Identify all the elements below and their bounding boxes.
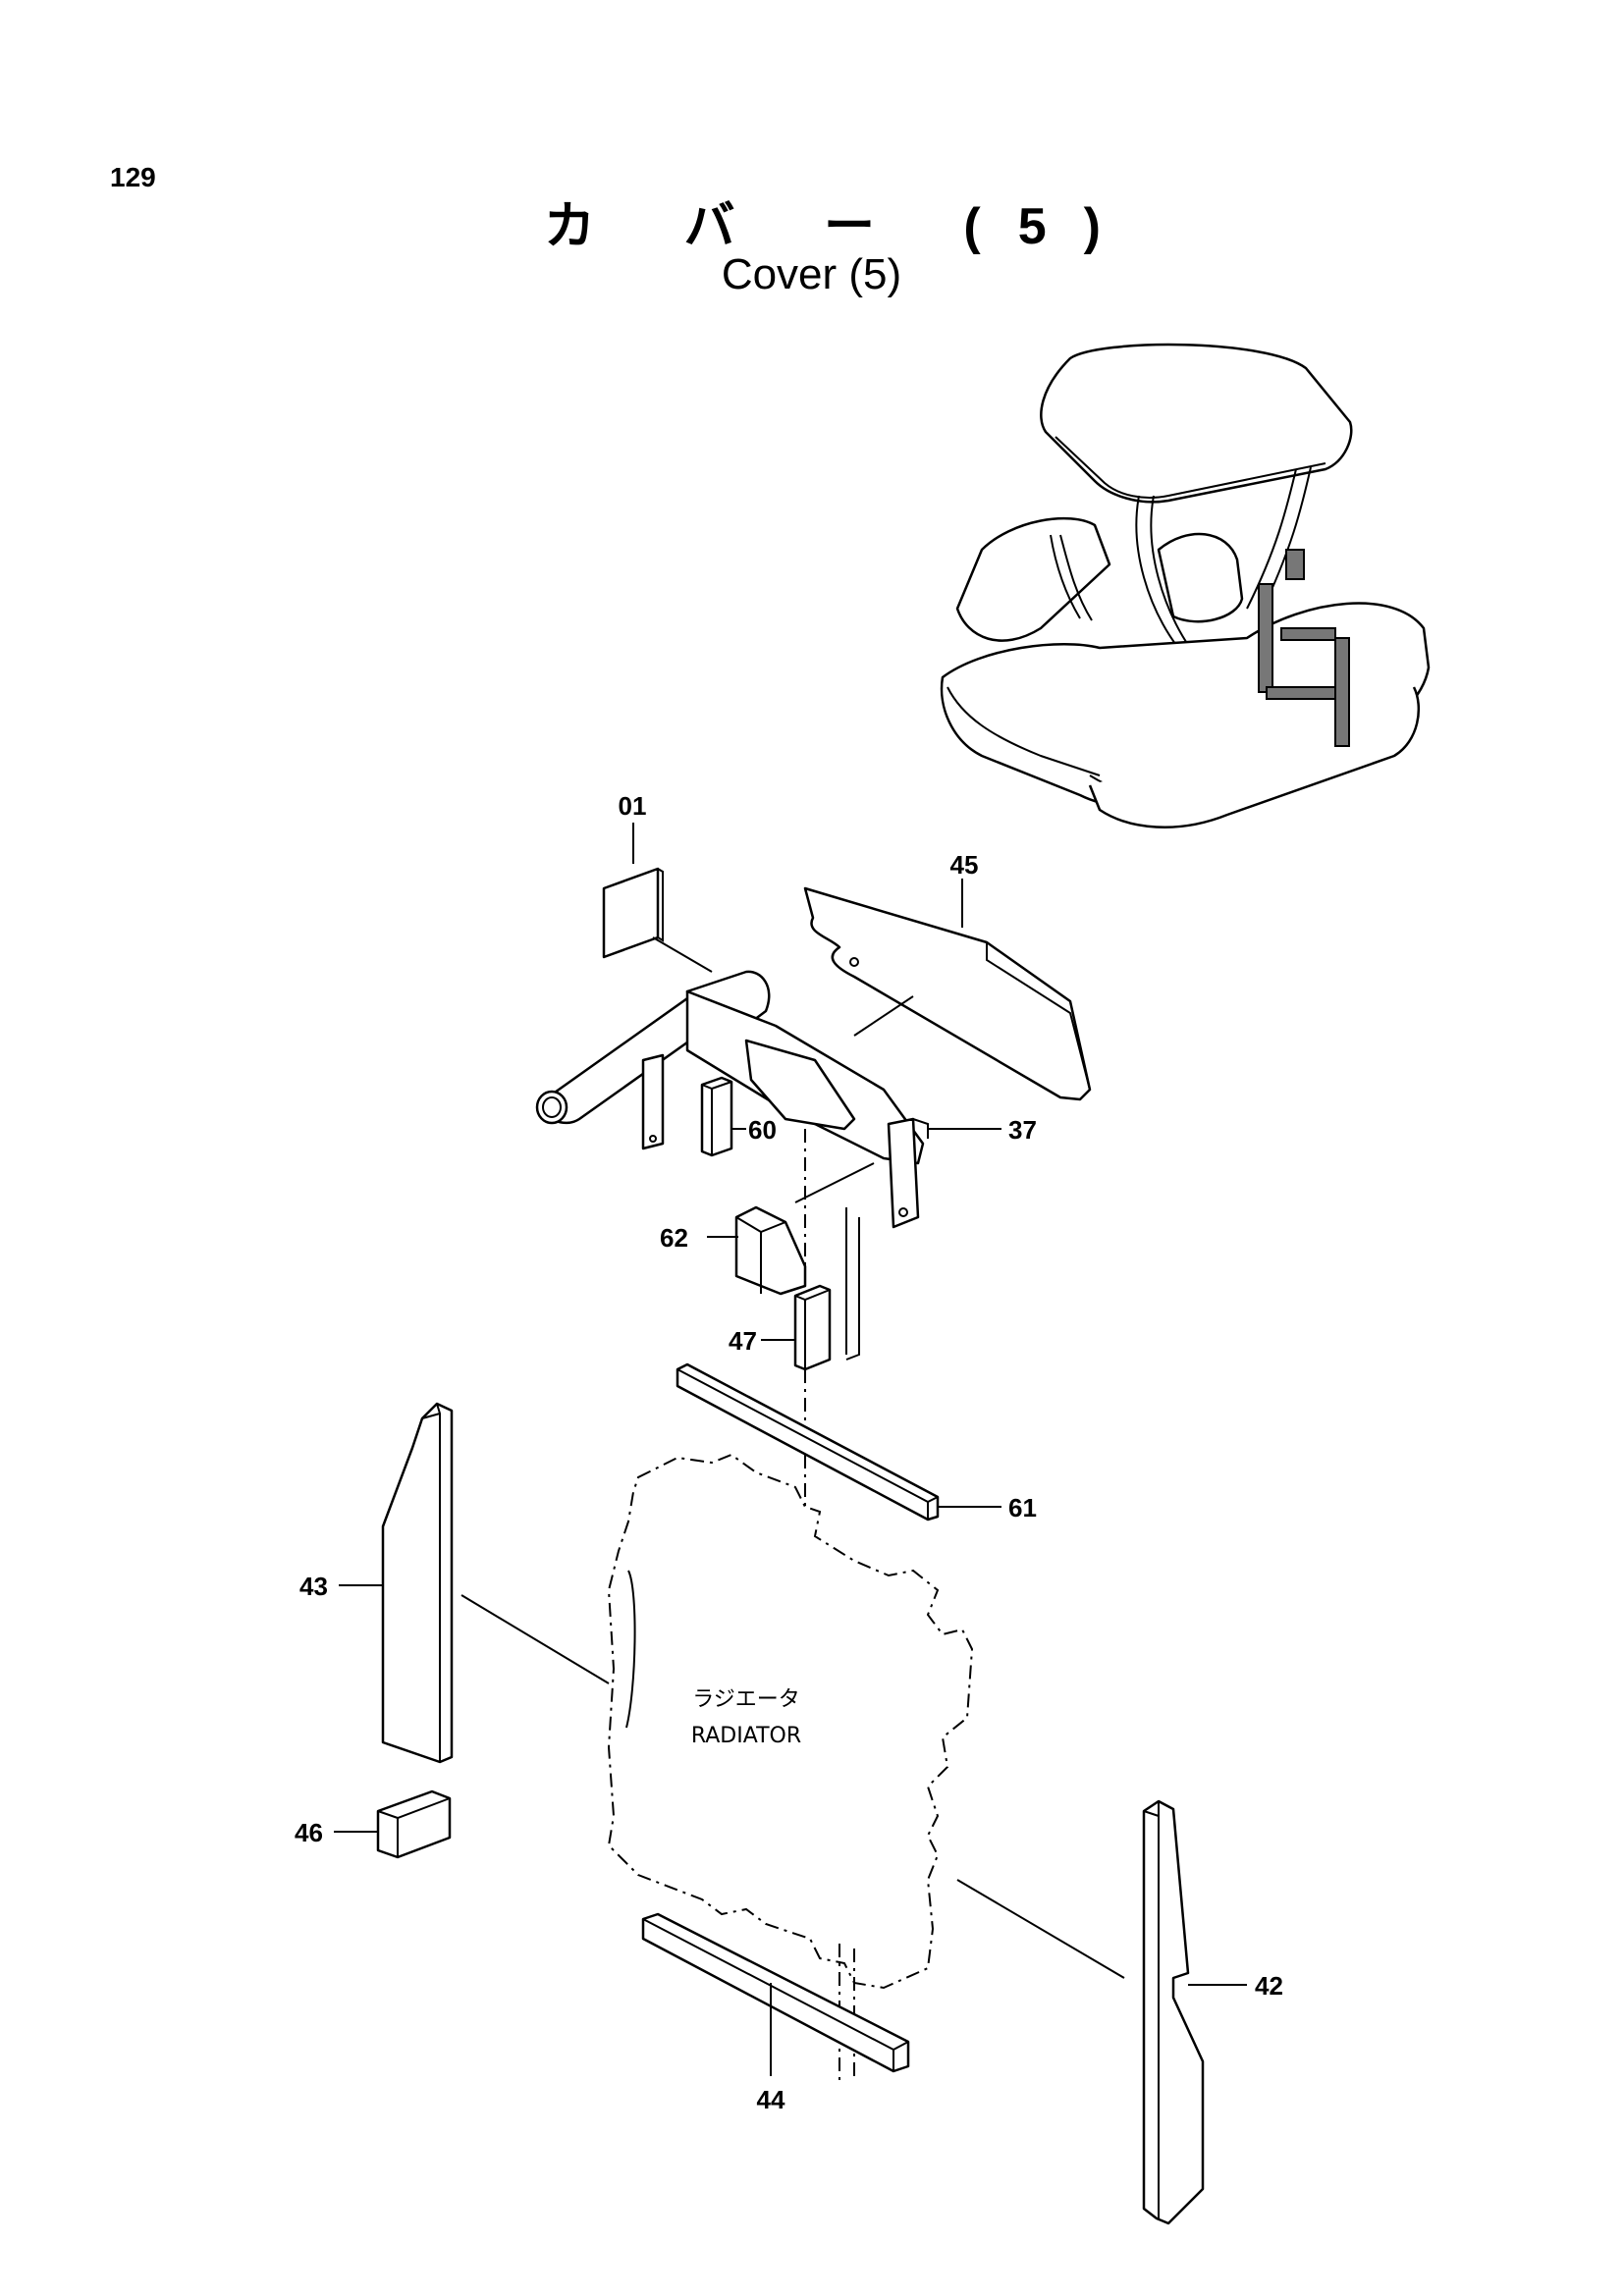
page-number: 129 bbox=[110, 162, 156, 192]
callout-labels: 01 45 60 37 62 47 61 43 46 42 44 bbox=[295, 791, 1283, 2114]
part-46-block bbox=[334, 1789, 452, 1859]
radiator-label-english: RADIATOR bbox=[691, 1724, 801, 1748]
part-01-pad bbox=[602, 823, 713, 973]
part-44-bar bbox=[641, 1879, 1125, 2076]
callout-62: 62 bbox=[660, 1223, 688, 1253]
part-61-bar bbox=[676, 1362, 1001, 1522]
part-42-side-cover bbox=[1142, 1799, 1247, 2225]
page-title-japanese: カ バ ー (5) bbox=[544, 198, 1138, 255]
radiator-outline: ラジエータ RADIATOR bbox=[607, 1453, 974, 2081]
part-62-wedge bbox=[707, 1162, 875, 1296]
part-43-side-cover bbox=[339, 1402, 610, 1764]
callout-47: 47 bbox=[729, 1326, 757, 1356]
callout-01: 01 bbox=[619, 791, 647, 821]
callout-61: 61 bbox=[1008, 1493, 1037, 1522]
part-37-duct-assembly bbox=[535, 970, 1001, 1229]
callout-60: 60 bbox=[748, 1115, 777, 1145]
callout-43: 43 bbox=[299, 1572, 328, 1601]
part-45-cover bbox=[803, 879, 1092, 1101]
callout-46: 46 bbox=[295, 1818, 323, 1847]
callout-42: 42 bbox=[1255, 1971, 1283, 2001]
page-title-english: Cover (5) bbox=[721, 250, 902, 298]
part-47-block bbox=[761, 1207, 860, 1512]
excavator-overview-illustration bbox=[940, 343, 1431, 828]
callout-44: 44 bbox=[757, 2085, 785, 2114]
radiator-label-japanese: ラジエータ bbox=[692, 1687, 800, 1712]
callout-45: 45 bbox=[950, 850, 979, 880]
callout-37: 37 bbox=[1008, 1115, 1037, 1145]
